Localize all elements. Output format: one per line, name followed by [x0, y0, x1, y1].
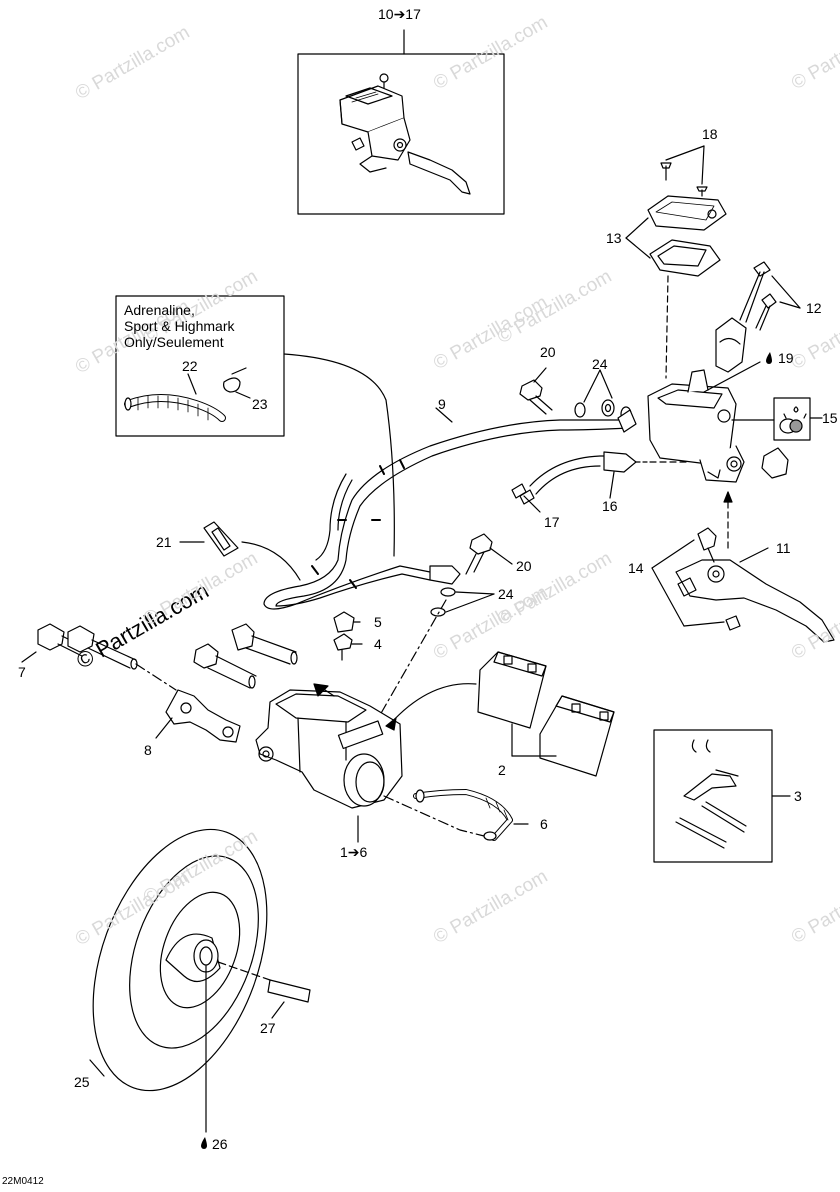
- bleeder-cap: [333, 611, 361, 633]
- callout-label: 9: [438, 396, 446, 412]
- arrow-up-icon: [723, 491, 733, 503]
- callout-label: 4: [374, 636, 382, 652]
- inset-note-line2: Sport & Highmark: [124, 318, 235, 334]
- hose-clip: [179, 521, 301, 581]
- adrenaline-inset: [115, 295, 395, 557]
- reservoir-gasket: [625, 217, 721, 277]
- brake-hose: [263, 407, 637, 610]
- callout-label: 15: [822, 410, 838, 426]
- banjo-bolt-top: [519, 367, 553, 415]
- brake-light-switch: [511, 451, 691, 513]
- callout-label: 24: [592, 356, 608, 372]
- oil-drop-icon-26: [201, 1137, 207, 1149]
- reservoir-cover: [647, 145, 727, 231]
- drawing-code: 22M0412: [2, 1176, 44, 1187]
- callout-label: 7: [18, 664, 26, 680]
- callout-label: 6: [540, 816, 548, 832]
- callout-label: 12: [806, 300, 822, 316]
- brake-disc: [89, 828, 268, 1092]
- brake-pads: [477, 651, 615, 777]
- callout-label: 20: [540, 344, 556, 360]
- callout-label: 19: [778, 350, 794, 366]
- disc-key: [217, 961, 311, 1019]
- callout-label: 27: [260, 1020, 276, 1036]
- callout-label: 22: [182, 358, 198, 374]
- callout-label: 21: [156, 534, 172, 550]
- callout-label: 24: [498, 586, 514, 602]
- callout-label: 3: [794, 788, 802, 804]
- handlebar-clamp: [715, 261, 801, 373]
- callout-label: 2: [498, 762, 506, 778]
- inset-note-line1: Adrenaline,: [124, 302, 195, 318]
- callout-label: 10➔17: [378, 6, 421, 22]
- callout-label: 18: [702, 126, 718, 142]
- master-cylinder: [647, 361, 775, 483]
- pin-kit: [653, 729, 791, 863]
- callout-label: 5: [374, 614, 382, 630]
- banjo-bolt-lower: [375, 533, 513, 723]
- copper-washers: [574, 369, 632, 422]
- callout-label: 25: [74, 1074, 90, 1090]
- caliper-bracket: [155, 689, 241, 743]
- callout-label: 20: [516, 558, 532, 574]
- bleeder-screw: [333, 633, 363, 661]
- callout-label: 14: [628, 560, 644, 576]
- oil-drop-icon: [766, 352, 772, 364]
- callout-label: 16: [602, 498, 618, 514]
- callout-label: 23: [252, 396, 268, 412]
- brake-fluid-icon: [773, 397, 823, 441]
- callout-label: 8: [144, 742, 152, 758]
- reservoir-cap: [761, 447, 789, 479]
- callout-label: 11: [776, 540, 791, 556]
- callout-label: 13: [606, 230, 622, 246]
- brake-lever: [651, 491, 835, 643]
- caliper-hose: [383, 789, 529, 841]
- inset-note-line3: Only/Seulement: [124, 334, 224, 350]
- brake-caliper: [255, 683, 477, 843]
- master-cylinder-assembly-inset: [297, 29, 505, 215]
- callout-label: 17: [544, 514, 560, 530]
- callout-label: 1➔6: [340, 844, 368, 860]
- callout-label: 26: [212, 1136, 228, 1152]
- caliper-bolts: [21, 623, 298, 691]
